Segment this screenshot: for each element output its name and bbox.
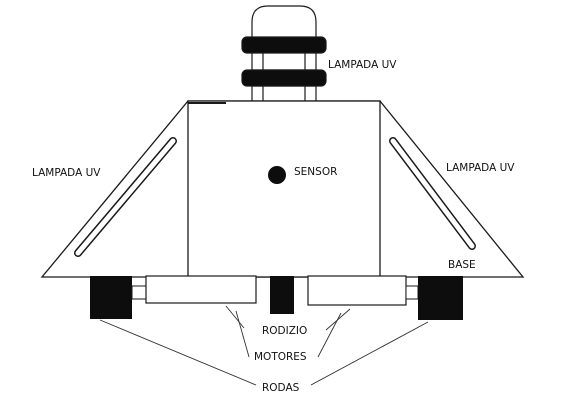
pointer-rodas-left: [99, 319, 257, 386]
label-base: BASE: [448, 259, 476, 271]
top-uv-lamp: [241, 5, 327, 103]
label-lamp-top: LAMPADA UV: [328, 59, 397, 71]
label-rodizio: RODIZIO: [262, 325, 307, 337]
motor-right-coupling: [405, 285, 419, 300]
central-box: [187, 100, 381, 278]
label-rodas: RODAS: [262, 382, 300, 394]
wheel-left: [90, 276, 132, 319]
sensor-dot: [268, 166, 286, 184]
left-uv-lamp: [74, 137, 177, 257]
motor-left: [145, 275, 257, 304]
top-lamp-post: [251, 85, 317, 103]
pointer-lines: [99, 305, 429, 386]
pointer-motores-left: [235, 310, 250, 358]
label-sensor: SENSOR: [294, 166, 337, 178]
top-lamp-stem: [251, 51, 317, 71]
top-lamp-ring-lower: [241, 69, 327, 87]
motor-right: [307, 275, 407, 306]
right-uv-lamp: [389, 137, 476, 250]
pointer-rodizio-left: [225, 305, 245, 329]
pointer-rodas-right: [310, 321, 429, 386]
top-lamp-ring-upper: [241, 36, 327, 54]
label-lamp-left: LAMPADA UV: [32, 167, 101, 179]
label-motores: MOTORES: [254, 351, 307, 363]
wheel-right: [418, 276, 463, 320]
top-lamp-bulb: [251, 5, 317, 43]
pointer-motores-right: [317, 312, 342, 358]
caster-wheel: [270, 276, 294, 314]
label-lamp-right: LAMPADA UV: [446, 162, 515, 174]
motor-left-coupling: [131, 285, 147, 300]
